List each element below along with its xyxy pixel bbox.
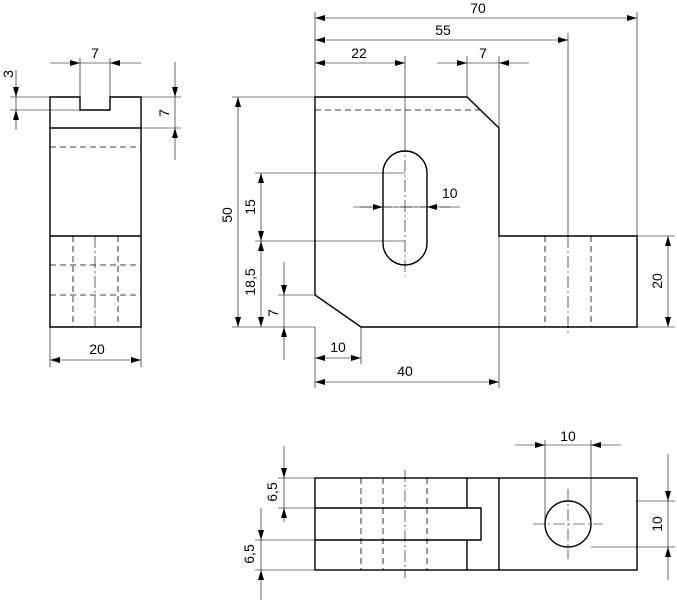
dim-plan-10: 10: [649, 516, 665, 532]
dim-22: 22: [351, 45, 367, 61]
dim-side-width: 20: [89, 341, 105, 357]
dim-7-top: 7: [479, 45, 487, 61]
front-view: 70 55 22 7 10 50 15: [219, 0, 675, 388]
dim-side-slot-width: 7: [91, 45, 99, 61]
dim-side-top-7: 7: [156, 109, 172, 117]
dim-18-5: 18,5: [242, 268, 258, 295]
plan-view-slot: [315, 507, 482, 541]
side-view-outline: [49, 96, 142, 328]
dim-slot-width: 10: [442, 185, 458, 201]
dim-chamfer-width: 10: [330, 339, 346, 355]
dim-step-height: 20: [649, 273, 665, 289]
plan-view: 10 10 6,5 6,5: [241, 428, 675, 600]
front-view-slot: [382, 150, 428, 266]
dim-height-50: 50: [219, 207, 235, 223]
plan-view-outline: [314, 477, 638, 571]
front-view-outline: [314, 96, 638, 328]
dim-side-slot-depth: 3: [0, 70, 16, 78]
dim-base-40: 40: [397, 363, 413, 379]
dim-slot-length: 15: [242, 199, 258, 215]
dim-overall-70: 70: [470, 0, 486, 16]
dim-chamfer-height: 7: [265, 309, 281, 317]
side-view: 7 3 7 20: [0, 45, 181, 367]
dim-55: 55: [435, 22, 451, 38]
dim-plan-6-5-top: 6,5: [264, 482, 280, 502]
dim-hole-diameter: 10: [560, 428, 576, 444]
dim-plan-6-5-bottom: 6,5: [241, 544, 257, 564]
